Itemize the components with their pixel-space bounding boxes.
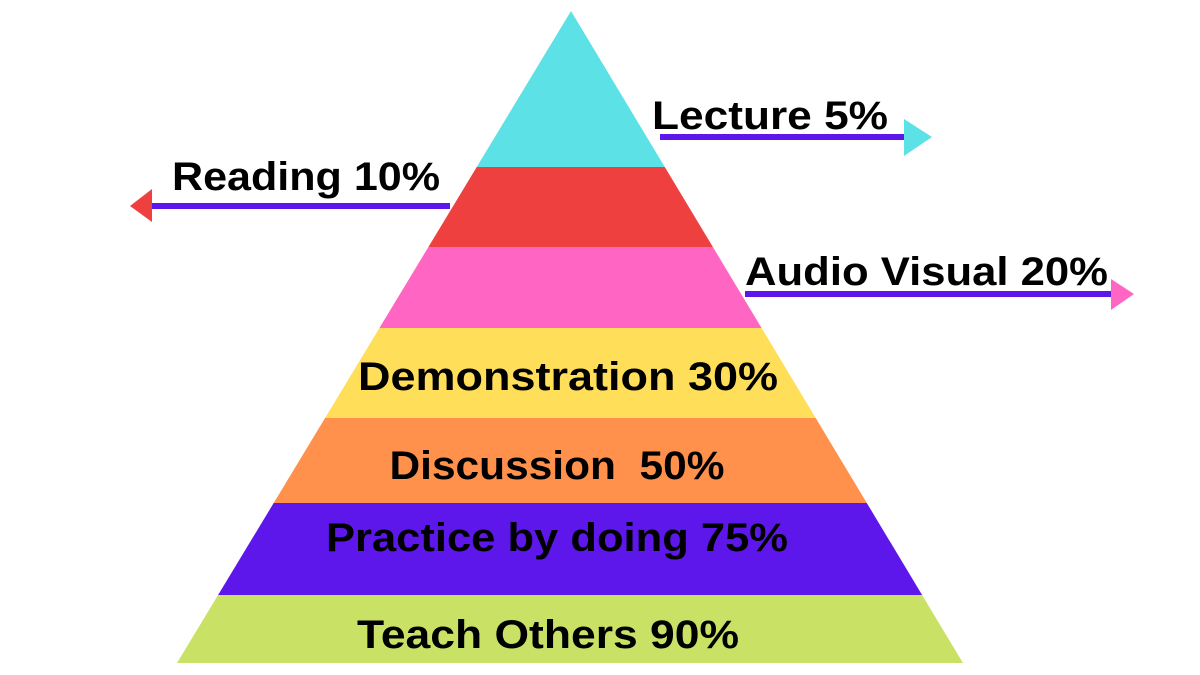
pyramid-layers <box>177 11 963 663</box>
pyramid-layer-practice-by-doing <box>218 503 923 595</box>
callout-audio-visual: Audio Visual 20% <box>745 250 1134 310</box>
teach-others-label: Teach Others 90% <box>357 613 739 657</box>
arrow-right-icon <box>1111 279 1134 310</box>
arrow-left-icon <box>130 189 152 222</box>
discussion-label: Discussion 50% <box>390 444 725 488</box>
pyramid-layer-discussion <box>273 418 867 503</box>
pyramid-layer-teach-others <box>177 595 963 663</box>
callout-reading: Reading 10% <box>130 155 450 222</box>
audio-visual-label: Audio Visual 20% <box>745 250 1108 294</box>
demonstration-label: Demonstration 30% <box>358 355 778 399</box>
callout-lecture: Lecture 5% <box>652 94 932 156</box>
lecture-label: Lecture 5% <box>652 94 888 138</box>
pyramid-layer-demonstration <box>325 328 816 418</box>
practice-by-doing-label: Practice by doing 75% <box>326 516 788 560</box>
arrow-right-icon <box>904 119 932 156</box>
pyramid-layer-audio-visual <box>379 247 762 328</box>
pyramid-layer-lecture <box>476 11 665 167</box>
pyramid-layer-reading <box>428 167 713 247</box>
reading-label: Reading 10% <box>172 155 440 199</box>
